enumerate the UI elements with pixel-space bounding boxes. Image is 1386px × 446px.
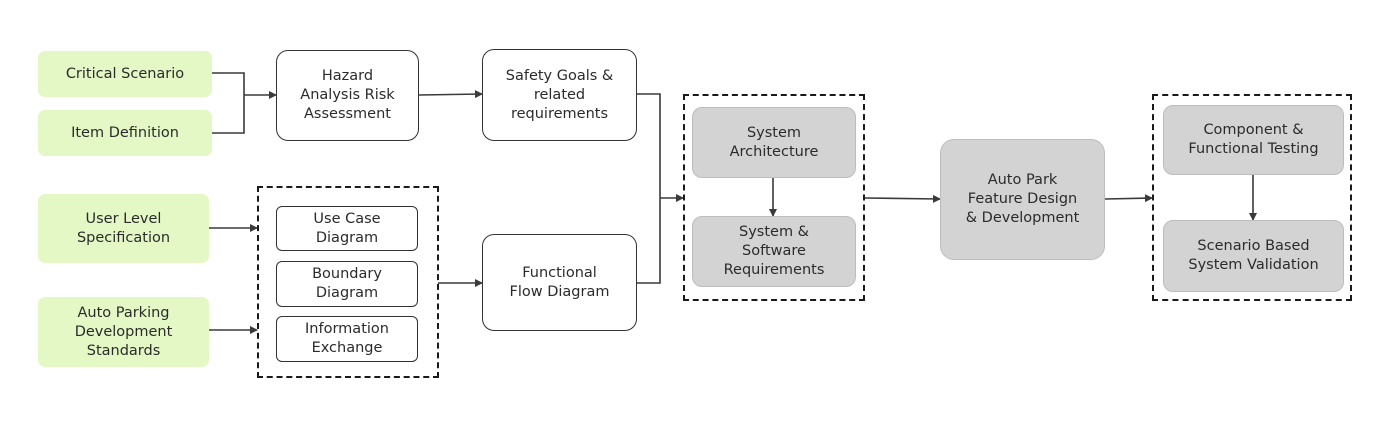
arrow-to-auto-park <box>864 194 941 203</box>
functional-flow-node: Functional Flow Diagram <box>482 234 637 331</box>
boundary-diagram-node: Boundary Diagram <box>276 261 418 307</box>
system-software-requirements-node: System & Software Requirements <box>692 216 856 287</box>
functional-flow-label: Functional Flow Diagram <box>509 264 610 300</box>
item-definition-label: Item Definition <box>71 124 179 141</box>
safety-goals-node: Safety Goals & related requirements <box>482 49 637 141</box>
auto-park-feature-node: Auto Park Feature Design & Development <box>940 139 1105 260</box>
scenario-validation-node: Scenario Based System Validation <box>1163 220 1344 292</box>
information-exchange-label: Information Exchange <box>305 321 389 356</box>
critical-scenario-node: Critical Scenario <box>38 51 212 97</box>
information-exchange-node: Information Exchange <box>276 316 418 362</box>
item-definition-node: Item Definition <box>38 110 212 156</box>
scenario-validation-label: Scenario Based System Validation <box>1188 238 1319 273</box>
connector-functional-flow <box>637 198 661 284</box>
critical-scenario-label: Critical Scenario <box>65 65 185 82</box>
use-case-diagram-label: Use Case Diagram <box>313 210 381 246</box>
hara-node: Hazard Analysis Risk Assessment <box>276 50 419 141</box>
component-testing-node: Component & Functional Testing <box>1163 105 1344 175</box>
boundary-diagram-label: Boundary Diagram <box>312 266 382 301</box>
user-level-spec-node: User Level Specification <box>38 194 209 263</box>
auto-park-feature-label: Auto Park Feature Design & Development <box>965 172 1080 226</box>
system-software-requirements-label: System & Software Requirements <box>723 224 825 278</box>
connector-item-definition <box>212 95 245 134</box>
component-testing-label: Component & Functional Testing <box>1188 122 1319 157</box>
connector-safety-goals <box>637 93 661 198</box>
model-diagrams-group <box>257 186 439 378</box>
auto-parking-standards-node: Auto Parking Development Standards <box>38 297 209 367</box>
safety-goals-label: Safety Goals & related requirements <box>505 67 614 122</box>
system-architecture-node: System Architecture <box>692 107 856 178</box>
system-design-group <box>683 94 865 301</box>
user-level-spec-label: User Level Specification <box>76 210 171 246</box>
arrow-to-validation-group <box>1104 194 1153 203</box>
use-case-diagram-node: Use Case Diagram <box>276 206 418 251</box>
hara-label: Hazard Analysis Risk Assessment <box>300 68 395 122</box>
system-architecture-label: System Architecture <box>729 124 819 160</box>
connector-critical-scenario <box>212 72 245 95</box>
validation-group <box>1152 94 1352 301</box>
auto-parking-standards-label: Auto Parking Development Standards <box>74 304 173 359</box>
arrow-hara-to-safety-goals <box>418 90 483 99</box>
